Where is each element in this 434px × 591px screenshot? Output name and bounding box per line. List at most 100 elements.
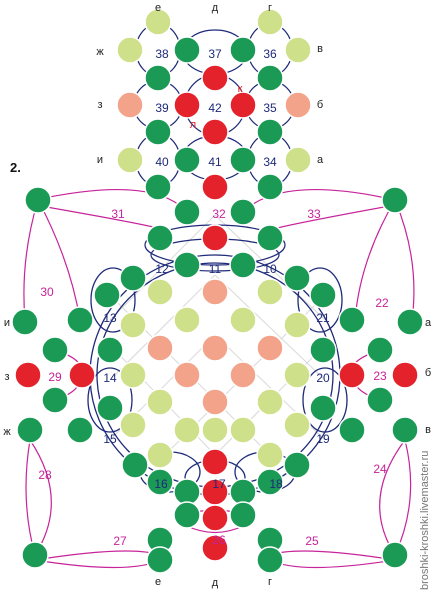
step-34: 34 [263, 155, 277, 169]
bead-salmon [201, 278, 229, 306]
step-17: 17 [212, 477, 226, 491]
bead-red [229, 91, 257, 119]
bead-green [396, 308, 424, 336]
step-25: 25 [305, 534, 319, 548]
bead-green [391, 416, 419, 444]
step-15: 15 [103, 432, 117, 446]
step-11: 11 [209, 262, 222, 276]
bead-green [309, 394, 337, 422]
step-32: 32 [212, 207, 226, 221]
bead-green [96, 336, 124, 364]
left-mid-label-i: и [4, 317, 10, 329]
bead-green [381, 541, 409, 569]
step-27: 27 [113, 534, 127, 548]
bead-green [229, 251, 257, 279]
bead-lightgreen [229, 306, 257, 334]
step-28: 28 [38, 468, 52, 482]
bead-lightgreen [256, 278, 284, 306]
bead-green [229, 36, 257, 64]
top-label-d: д [212, 2, 219, 14]
step-33: 33 [307, 207, 321, 221]
bead-salmon [146, 334, 174, 362]
bead-green [256, 118, 284, 146]
bead-lightgreen [146, 388, 174, 416]
bead-lightgreen [173, 306, 201, 334]
left-top-label-i: и [97, 154, 103, 166]
bead-green [338, 306, 366, 334]
bead-lightgreen [144, 8, 172, 36]
bead-green [229, 478, 257, 506]
bead-lightgreen [284, 146, 312, 174]
step-13: 13 [103, 311, 117, 325]
bead-green [283, 451, 311, 479]
step-24: 24 [373, 462, 387, 476]
step-29: 29 [48, 370, 62, 384]
step-10: 10 [263, 262, 277, 276]
bead-lightgreen [116, 36, 144, 64]
bead-green [144, 118, 172, 146]
bead-salmon [201, 334, 229, 362]
bead-green [256, 64, 284, 92]
red-label-k: к [238, 83, 243, 95]
right-mid-label-a: а [425, 317, 432, 329]
bead-lightgreen [119, 361, 147, 389]
bead-green [146, 224, 174, 252]
step-42: 42 [208, 101, 222, 115]
bead-green [119, 264, 147, 292]
side-letters: е д г ж з и в б а и з ж а б в е д г к л [3, 2, 432, 589]
step-16: 16 [154, 477, 168, 491]
step-39: 39 [155, 101, 169, 115]
step-38: 38 [155, 47, 169, 61]
left-mid-label-zh: ж [3, 426, 11, 438]
step-22: 22 [375, 296, 389, 310]
bead-green [173, 478, 201, 506]
bead-lightgreen [256, 8, 284, 36]
right-top-label-v: в [317, 43, 323, 55]
bead-green [66, 416, 94, 444]
red-label-l: л [190, 119, 196, 131]
bead-red [201, 448, 229, 476]
bead-green [173, 36, 201, 64]
bead-green [146, 468, 174, 496]
bead-lightgreen [283, 311, 311, 339]
step-20: 20 [316, 371, 330, 385]
bead-red [201, 534, 229, 562]
bead-green [366, 386, 394, 414]
bead-lightgreen [283, 361, 311, 389]
bead-green [41, 336, 69, 364]
bead-red [391, 361, 419, 389]
step-23: 23 [373, 369, 387, 383]
bead-green [338, 416, 366, 444]
bead-red [201, 118, 229, 146]
step-35: 35 [263, 101, 277, 115]
bottom-label-d: д [212, 577, 219, 589]
top-label-e: е [155, 2, 161, 14]
bead-lightgreen [146, 441, 174, 469]
bead-green [256, 468, 284, 496]
step-30: 30 [40, 285, 54, 299]
top-label-g: г [268, 2, 272, 14]
bead-salmon [116, 91, 144, 119]
bead-salmon [284, 91, 312, 119]
right-top-label-b: б [317, 99, 323, 111]
bead-green [121, 451, 149, 479]
bead-green [229, 501, 257, 529]
bead-green [381, 186, 409, 214]
bead-lightgreen [119, 311, 147, 339]
bead-lightgreen [116, 146, 144, 174]
step-12: 12 [155, 262, 169, 276]
bead-green [66, 306, 94, 334]
left-top-label-z: з [97, 99, 102, 111]
step-label: 2. [10, 160, 21, 175]
right-top-label-a: а [317, 154, 324, 166]
bead-green [173, 146, 201, 174]
bead-red [338, 361, 366, 389]
bead-green [11, 308, 39, 336]
bead-green [256, 224, 284, 252]
bead-salmon [173, 361, 201, 389]
left-mid-label-z: з [4, 371, 9, 383]
right-mid-label-v: в [425, 424, 431, 436]
bead-lightgreen [229, 416, 257, 444]
bead-green [283, 264, 311, 292]
step-37: 37 [208, 47, 222, 61]
